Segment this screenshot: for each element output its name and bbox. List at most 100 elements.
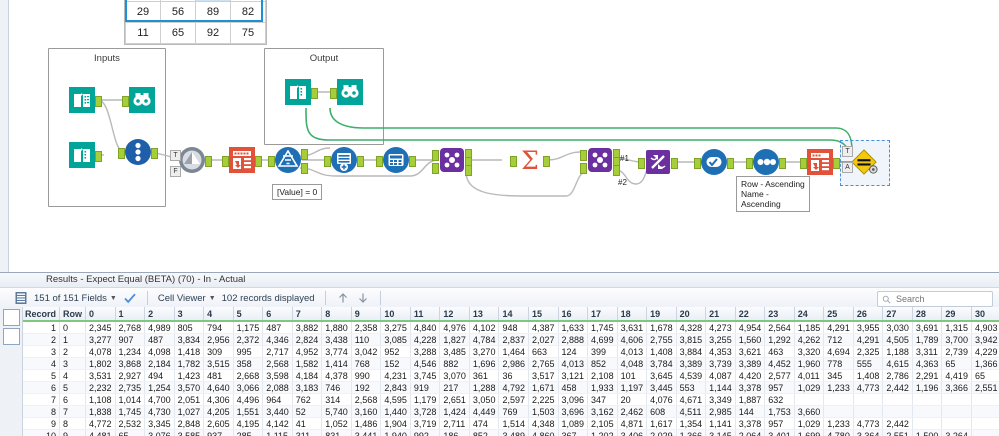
input-port[interactable] [118,148,125,159]
output-port[interactable] [671,158,678,169]
tool-join-1[interactable] [586,146,614,174]
table-cell[interactable]: 20 [617,394,647,406]
table-cell[interactable]: 957 [765,382,795,394]
column-header[interactable]: 0 [86,307,116,321]
table-cell[interactable]: 3,631 [617,321,647,334]
tool-container-inputs[interactable]: Inputs [48,48,166,207]
arrow-down-icon[interactable] [356,291,370,305]
tool-record-id-1[interactable] [330,146,358,174]
table-cell[interactable]: 1,354 [676,418,706,430]
table-cell[interactable]: 4,363 [912,358,942,370]
table-cell[interactable] [853,406,883,418]
table-cell[interactable]: 3,438 [322,334,352,346]
table-cell[interactable]: 4,449 [469,406,499,418]
table-cell[interactable]: 1,617 [647,418,677,430]
table-cell[interactable]: 553 [676,382,706,394]
column-header[interactable]: 27 [883,307,913,321]
table-cell[interactable]: 4,772 [86,418,116,430]
tool-input-data-3[interactable] [284,78,312,106]
table-cell[interactable]: 2,927 [115,370,145,382]
table-cell[interactable]: 1,933 [588,382,618,394]
column-header[interactable]: 11 [410,307,440,321]
input-port-left[interactable] [580,150,587,161]
data-preview-grid[interactable]: 23170682956898211659275 [124,0,267,45]
table-cell[interactable]: 1,188 [883,346,913,358]
table-cell[interactable]: 2,786 [883,370,913,382]
table-cell[interactable]: 481 [204,370,234,382]
table-cell[interactable]: 2,291 [912,370,942,382]
table-cell[interactable]: 4,228 [410,334,440,346]
table-cell[interactable]: 769 [499,406,529,418]
input-port-right[interactable] [580,163,587,174]
table-cell[interactable]: 1,179 [410,394,440,406]
table-cell[interactable]: 4,076 [647,394,677,406]
input-port[interactable] [324,156,331,167]
table-cell[interactable]: 1,671 [528,382,558,394]
table-cell[interactable]: 6 [22,382,60,394]
table-cell[interactable]: 712 [824,334,854,346]
table-cell[interactable]: 4,195 [233,418,263,430]
table-cell[interactable]: 2,986 [499,358,529,370]
column-header[interactable]: 4 [204,307,234,321]
table-cell[interactable]: 831 [322,430,352,436]
table-cell[interactable]: 3,489 [499,430,529,436]
table-cell[interactable]: 2,358 [351,321,381,334]
table-cell[interactable]: 3,515 [204,358,234,370]
search-box[interactable] [877,291,993,307]
table-cell[interactable]: 10 [22,430,60,436]
table-cell[interactable]: 2,225 [528,394,558,406]
table-cell[interactable]: 2,568 [263,358,293,370]
input-port[interactable] [638,158,645,169]
table-cell[interactable]: 1,753 [765,406,795,418]
table-cell[interactable]: 1,292 [765,334,795,346]
table-cell[interactable]: 4,952 [292,346,322,358]
table-cell[interactable]: 2,345 [86,321,116,334]
table-cell[interactable]: 2,027 [528,334,558,346]
table-cell[interactable]: 3,085 [381,334,411,346]
table-cell[interactable]: 9 [22,418,60,430]
table-cell[interactable]: 4,013 [558,358,588,370]
table-cell[interactable]: 2,985 [706,406,736,418]
table-cell[interactable]: 1,014 [115,394,145,406]
input-port[interactable] [330,88,337,99]
table-cell[interactable]: 3,868 [115,358,145,370]
tool-formula-1[interactable] [382,146,410,174]
cell-viewer-selector[interactable]: Cell Viewer ▼ [158,293,216,304]
input-port[interactable] [268,156,275,167]
table-cell[interactable]: 4,539 [676,370,706,382]
chevron-down-icon[interactable]: ▼ [209,295,216,302]
table-cell[interactable]: 1,197 [617,382,647,394]
table-cell[interactable]: 2,325 [853,346,883,358]
table-cell[interactable]: 311 [292,430,322,436]
table-cell[interactable]: 1,089 [558,418,588,430]
table-cell[interactable]: 1,408 [647,346,677,358]
table-cell[interactable]: 152 [381,358,411,370]
table-cell[interactable]: 3,719 [410,418,440,430]
table-cell[interactable]: 345 [824,370,854,382]
column-header[interactable]: 7 [292,307,322,321]
table-cell[interactable]: 3,288 [410,346,440,358]
table-cell[interactable]: 4,353 [706,346,736,358]
table-cell[interactable]: 4,595 [381,394,411,406]
output-port[interactable] [205,156,212,167]
input-port[interactable] [376,156,383,167]
select-all-button[interactable] [3,309,20,326]
table-cell[interactable]: 632 [765,394,795,406]
table-cell[interactable]: 2,577 [765,370,795,382]
column-header[interactable]: 2 [145,307,175,321]
table-cell[interactable]: 1,185 [794,321,824,334]
table-cell[interactable]: 1,254 [145,382,175,394]
tool-text-to-columns-2[interactable] [806,148,834,176]
table-cell[interactable]: 2,029 [647,430,677,436]
output-port-false[interactable] [301,163,308,174]
table-cell[interactable]: 3,660 [794,406,824,418]
table-cell[interactable] [824,394,854,406]
table-cell[interactable]: 4,954 [735,321,765,334]
table-cell[interactable]: 4,291 [853,334,883,346]
table-cell[interactable]: 2,442 [883,418,913,430]
input-port[interactable] [222,156,229,167]
